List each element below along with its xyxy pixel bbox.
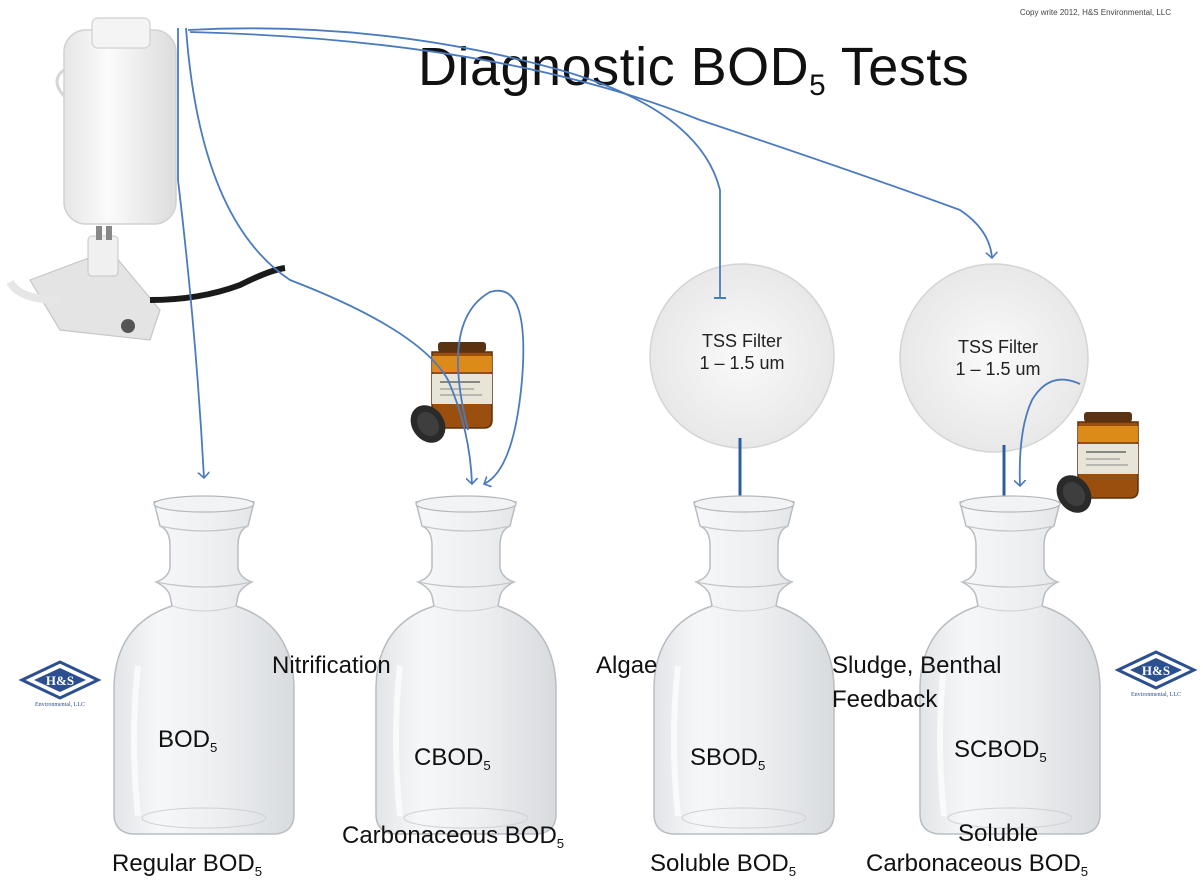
flow-arrows	[177, 27, 1081, 486]
title-main: Diagnostic BOD	[418, 37, 810, 97]
bottle-sbod	[654, 496, 834, 834]
page-title: Diagnostic BOD5 Tests	[418, 36, 970, 102]
hs-logo-left: H&S Environmental, LLC	[18, 660, 102, 708]
caption-regular-bod: Regular BOD5	[112, 850, 263, 879]
arrow-to-filter-1	[187, 27, 726, 299]
caption-soluble-bod: Soluble BOD5	[650, 850, 797, 879]
logo-caption-left: Environmental, LLC	[35, 702, 85, 708]
tss-filter-disc-1	[649, 263, 835, 449]
arrow-to-cbod	[185, 27, 472, 484]
logo-text-right: H&S	[1142, 663, 1170, 678]
filter-label-2-line1: TSS Filter	[957, 337, 1038, 357]
bottle-code-sbod: SBOD5	[690, 744, 766, 773]
arrow-inhibitor-loop-1	[457, 289, 525, 484]
bottle-regular-bod	[114, 496, 294, 834]
arrow-to-bod	[177, 28, 204, 478]
caption-soluble-carbonaceous-bod: Carbonaceous BOD5	[866, 850, 1089, 879]
arrow-to-filter-2	[189, 31, 992, 258]
caption-carbonaceous-bod: Carbonaceous BOD5	[342, 822, 565, 851]
filter-label-2: TSS Filter 1 – 1.5 um	[924, 336, 1072, 380]
tss-filter-disc-2	[899, 263, 1089, 453]
bottle-code-bod: BOD5	[158, 726, 218, 755]
filter-label-2-line2: 1 – 1.5 um	[955, 359, 1041, 379]
arrow-inhibitor-loop-2	[1020, 378, 1081, 486]
logo-text-left: H&S	[46, 673, 74, 688]
filter-label-1-line2: 1 – 1.5 um	[699, 353, 785, 373]
caption-soluble-line: Soluble	[958, 820, 1039, 847]
nitrification-inhibitor-jar-1	[402, 341, 493, 451]
feedback-label: Feedback	[832, 686, 938, 713]
filter-label-1-line1: TSS Filter	[701, 331, 782, 351]
algae-label: Algae	[596, 652, 658, 679]
hs-logo-right: H&S Environmental, LLC	[1114, 650, 1198, 698]
logo-caption-right: Environmental, LLC	[1131, 692, 1181, 698]
filter-label-1: TSS Filter 1 – 1.5 um	[668, 330, 816, 374]
bottle-code-scbod: SCBOD5	[954, 736, 1047, 765]
bottle-cbod	[376, 496, 556, 834]
sample-jug	[55, 17, 177, 225]
pump-base	[6, 226, 286, 341]
nitrification-inhibitor-jar-2	[1048, 411, 1139, 521]
nitrification-label: Nitrification	[272, 652, 391, 679]
bottle-code-cbod: CBOD5	[414, 744, 491, 773]
sludge-label: Sludge, Benthal	[832, 652, 1002, 679]
title-tail: Tests	[826, 37, 970, 97]
title-subscript: 5	[809, 69, 827, 103]
copyright-notice: Copy write 2012, H&S Environmental, LLC	[1019, 8, 1171, 17]
